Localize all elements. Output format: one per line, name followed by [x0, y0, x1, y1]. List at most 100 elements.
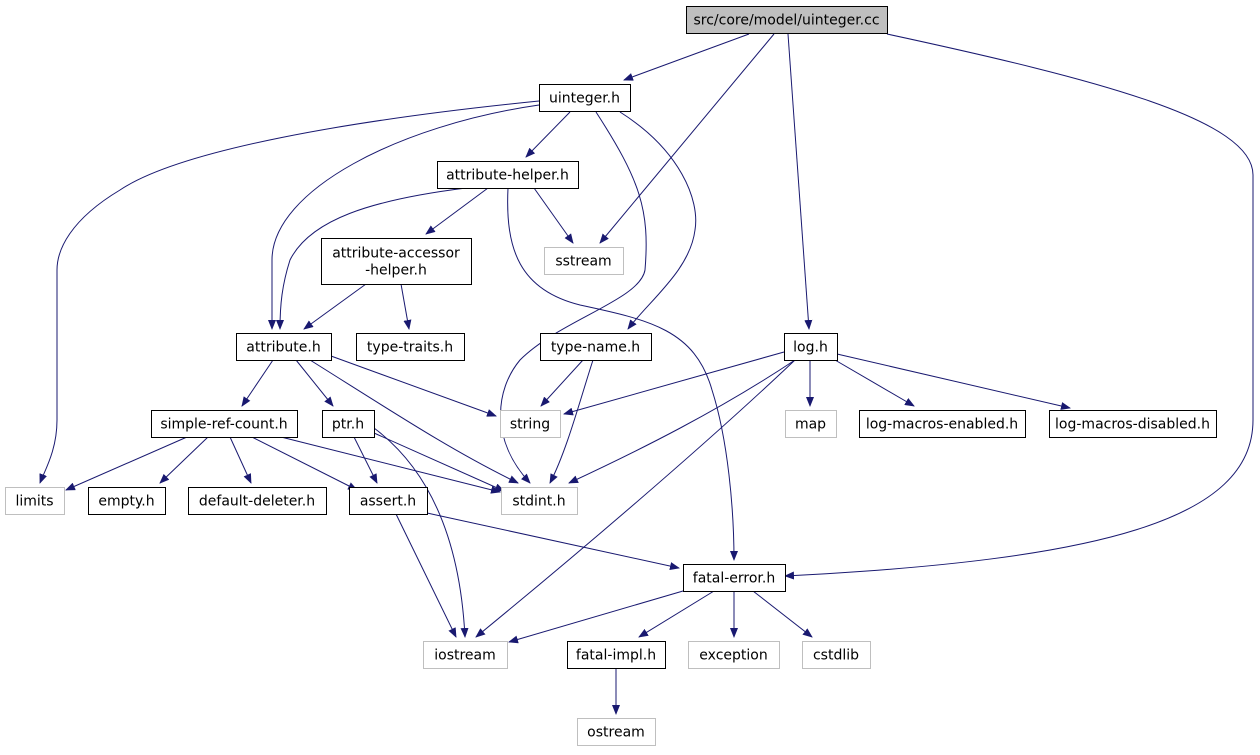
node-string: string	[500, 410, 561, 438]
node-log-macros-enabled-h[interactable]: log-macros-enabled.h	[859, 410, 1026, 438]
node-box	[236, 333, 332, 361]
edge-log-h-to-stdint-h	[568, 359, 796, 484]
node-box	[686, 6, 888, 34]
node-label: type-traits.h	[367, 340, 453, 356]
edge-type-name-h-to-string	[540, 359, 584, 407]
node-box	[188, 487, 327, 515]
node-default-deleter-h[interactable]: default-deleter.h	[188, 487, 327, 515]
node-label: attribute.h	[246, 340, 320, 356]
node-sstream: sstream	[544, 247, 624, 275]
node-label: fatal-impl.h	[576, 648, 656, 664]
edge-ptr-h-to-iostream	[373, 427, 469, 638]
node-box	[540, 333, 652, 361]
edge-root-to-uinteger-h	[623, 33, 750, 81]
node-label: default-deleter.h	[199, 494, 315, 510]
edge-log-h-to-iostream	[475, 359, 796, 638]
node-attribute-accessor-helper-h[interactable]: attribute-accessor-helper.h	[321, 238, 472, 285]
node-type-traits-h[interactable]: type-traits.h	[356, 333, 465, 361]
edge-root-to-fatal-error-h	[784, 33, 1254, 580]
node-layer: src/core/model/uinteger.cc uinteger.h attr…	[5, 6, 1217, 746]
node-box	[1049, 410, 1217, 438]
node-box	[5, 487, 65, 515]
node-empty-h[interactable]: empty.h	[88, 487, 166, 515]
edge-type-name-h-to-stdint-h	[549, 359, 594, 484]
node-fatal-error-h[interactable]: fatal-error.h	[683, 564, 786, 592]
node-map: map	[785, 410, 837, 438]
edge-root-to-sstream	[599, 33, 775, 244]
node-label: uinteger.h	[549, 91, 620, 107]
node-box	[577, 718, 656, 746]
node-uinteger-h[interactable]: uinteger.h	[539, 84, 631, 112]
edge-attribute-h-to-string	[330, 355, 497, 417]
node-label: ptr.h	[332, 417, 364, 433]
node-box	[859, 410, 1026, 438]
edge-attribute-helper-h-to-attribute-accessor-helper-h	[425, 187, 489, 235]
edge-simple-ref-count-h-to-assert-h	[251, 436, 358, 491]
edge-attribute-helper-h-to-attribute-h	[276, 187, 467, 330]
node-label: simple-ref-count.h	[160, 417, 287, 433]
edge-log-h-to-log-macros-enabled-h	[834, 359, 915, 407]
node-ptr-h[interactable]: ptr.h	[322, 410, 375, 438]
node-attribute-helper-h[interactable]: attribute-helper.h	[437, 161, 579, 189]
node-box	[151, 410, 298, 438]
node-box	[688, 641, 780, 669]
node-iostream: iostream	[423, 641, 508, 669]
node-simple-ref-count-h[interactable]: simple-ref-count.h	[151, 410, 298, 438]
edge-uinteger-h-to-limits	[39, 100, 540, 484]
node-box	[544, 247, 624, 275]
node-box	[539, 84, 631, 112]
edge-attribute-helper-h-to-sstream	[533, 187, 574, 244]
edge-attribute-helper-h-to-fatal-error-h	[507, 187, 738, 561]
edge-log-h-to-log-macros-disabled-h	[836, 353, 1071, 410]
node-label: attribute-accessor	[332, 246, 460, 262]
node-label: limits	[15, 494, 53, 510]
node-box	[785, 410, 837, 438]
edge-simple-ref-count-h-to-limits	[65, 436, 188, 491]
node-label: stdint.h	[512, 494, 565, 510]
node-box	[802, 641, 871, 669]
node-label: map	[795, 417, 826, 433]
edge-attribute-h-to-simple-ref-count-h	[241, 359, 274, 407]
edge-ptr-h-to-stdint-h	[373, 432, 505, 492]
node-box	[500, 410, 561, 438]
edge-simple-ref-count-h-to-default-deleter-h	[229, 436, 252, 484]
edge-fatal-error-h-to-iostream	[508, 590, 684, 644]
node-cstdlib: cstdlib	[802, 641, 871, 669]
node-label: ostream	[587, 725, 645, 741]
node-type-name-h[interactable]: type-name.h	[540, 333, 652, 361]
node-root[interactable]: src/core/model/uinteger.cc	[686, 6, 888, 34]
node-label: log-macros-disabled.h	[1055, 417, 1210, 433]
node-box	[437, 161, 579, 189]
node-assert-h[interactable]: assert.h	[349, 487, 428, 515]
edge-attribute-h-to-stdint-h	[309, 359, 519, 484]
edge-assert-h-to-fatal-error-h	[426, 512, 680, 570]
node-box	[321, 238, 472, 285]
node-fatal-impl-h[interactable]: fatal-impl.h	[567, 641, 666, 669]
node-log-h[interactable]: log.h	[784, 333, 838, 361]
node-ostream: ostream	[577, 718, 656, 746]
node-label: fatal-error.h	[693, 571, 775, 587]
edge-simple-ref-count-h-to-empty-h	[159, 436, 209, 484]
edge-uinteger-h-to-attribute-helper-h	[525, 111, 571, 158]
node-label: cstdlib	[813, 648, 859, 664]
edge-uinteger-h-to-attribute-h	[268, 104, 540, 330]
node-label: -helper.h	[365, 263, 427, 279]
node-label: log-macros-enabled.h	[866, 417, 1018, 433]
edge-root-to-log-h	[787, 33, 813, 330]
edge-attribute-accessor-helper-h-to-attribute-h	[303, 283, 367, 330]
node-box	[501, 487, 578, 515]
node-log-macros-disabled-h[interactable]: log-macros-disabled.h	[1049, 410, 1217, 438]
edge-layer	[39, 33, 1254, 715]
node-box	[784, 333, 838, 361]
node-box	[567, 641, 666, 669]
edge-assert-h-to-iostream	[395, 513, 457, 638]
node-label: type-name.h	[551, 340, 640, 356]
node-attribute-h[interactable]: attribute.h	[236, 333, 332, 361]
node-box	[423, 641, 508, 669]
node-label: string	[510, 417, 550, 433]
edge-fatal-error-h-to-fatal-impl-h	[638, 590, 715, 638]
node-box	[683, 564, 786, 592]
node-limits: limits	[5, 487, 65, 515]
node-label: sstream	[555, 254, 611, 270]
